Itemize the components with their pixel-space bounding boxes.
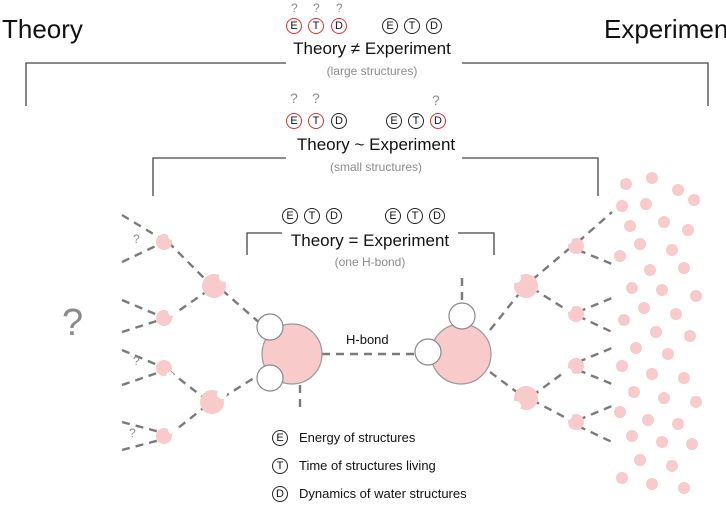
level-subtitle-one: (one H-bond) — [334, 255, 406, 269]
question-mark: ? — [432, 92, 440, 108]
dynamics-symbol: D — [331, 113, 347, 129]
energy-symbol: E — [286, 18, 302, 34]
energy-symbol: E — [282, 208, 298, 224]
energy-symbol: E — [286, 113, 302, 129]
question-mark: ? — [290, 90, 298, 106]
question-mark: ? — [133, 232, 140, 246]
question-mark: ? — [291, 1, 298, 15]
bracket-one — [246, 232, 495, 255]
bracket-small — [152, 157, 599, 196]
time-symbol: T — [408, 113, 424, 129]
level-title-small: Theory ~ Experiment — [296, 135, 456, 154]
level-title-large: Theory ≠ Experiment — [293, 39, 451, 58]
central-water-dimer — [256, 302, 492, 392]
time-symbol: T — [404, 18, 420, 34]
left-water-molecules — [156, 232, 229, 444]
question-mark: ? — [313, 1, 320, 15]
dynamics-symbol: D — [326, 208, 342, 224]
question-mark: ? — [129, 426, 136, 440]
dynamics-symbol: D — [429, 208, 445, 224]
bulk-water-cloud — [614, 172, 702, 494]
bracket-large — [25, 62, 709, 106]
legend-dynamics-symbol: D — [272, 486, 288, 502]
legend-energy-text: Energy of structures — [299, 430, 416, 445]
theory-label: Theory — [2, 14, 83, 44]
dynamics-symbol: D — [426, 18, 442, 34]
question-mark: ? — [336, 1, 343, 15]
time-symbol: T — [304, 208, 320, 224]
level-subtitle-large: (large structures) — [326, 64, 418, 78]
time-symbol: T — [308, 113, 324, 129]
dynamics-symbol: D — [430, 113, 446, 129]
big-question-mark: ? — [62, 302, 84, 344]
question-mark: ? — [312, 90, 320, 106]
energy-symbol: E — [386, 113, 402, 129]
right-water-molecules — [511, 236, 584, 430]
legend-dynamics-text: Dynamics of water structures — [299, 486, 467, 501]
level-title-one: Theory = Experiment — [290, 231, 450, 250]
level-subtitle-small: (small structures) — [329, 160, 423, 174]
legend-time-symbol: T — [272, 458, 288, 474]
legend-time-text: Time of structures living — [299, 458, 436, 473]
legend-energy-symbol: E — [272, 430, 288, 446]
time-symbol: T — [308, 18, 324, 34]
energy-symbol: E — [382, 18, 398, 34]
dynamics-symbol: D — [331, 18, 347, 34]
hbond-label: H-bond — [346, 332, 389, 347]
question-mark: ? — [133, 354, 140, 368]
experiment-label: Experiment — [604, 14, 726, 44]
time-symbol: T — [407, 208, 423, 224]
energy-symbol: E — [385, 208, 401, 224]
